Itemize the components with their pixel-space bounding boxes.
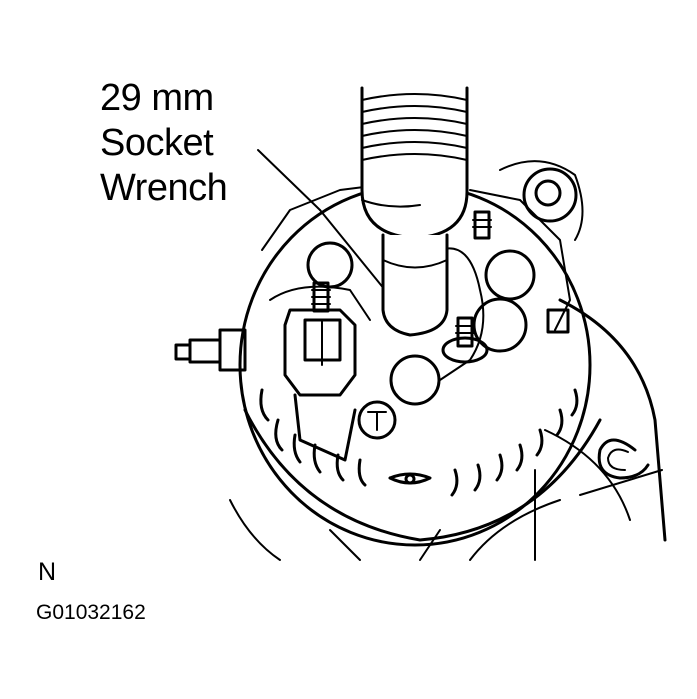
socket-wrench-callout: 29 mm Socket Wrench xyxy=(100,76,228,211)
electrical-connector xyxy=(283,308,357,462)
socket-wrench xyxy=(360,86,469,337)
mounting-ear-icon xyxy=(597,438,650,480)
figure-code: G01032162 xyxy=(36,601,146,624)
callout-line-1: 29 mm xyxy=(100,77,214,119)
view-letter: N xyxy=(38,558,57,586)
mounting-lug xyxy=(522,167,578,223)
terminal-stud xyxy=(472,210,492,240)
hex-bolt xyxy=(357,400,397,440)
terminal-stud xyxy=(441,316,489,364)
callout-line-2: Socket xyxy=(100,122,214,164)
leader-line xyxy=(257,149,321,211)
b-terminal-post xyxy=(174,328,247,372)
callout-line-3: Wrench xyxy=(100,167,228,209)
cooling-vents xyxy=(259,388,579,497)
